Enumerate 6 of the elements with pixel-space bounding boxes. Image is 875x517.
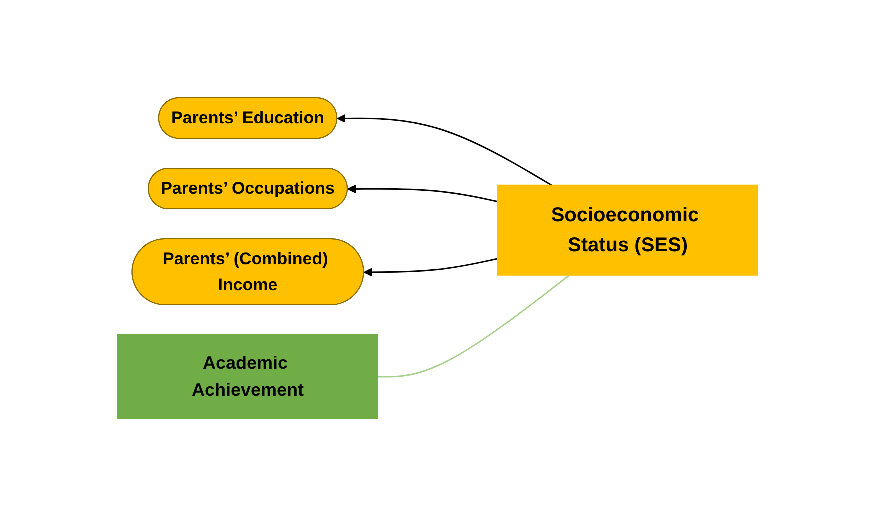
node-box: Socioeconomic Status (SES)	[497, 184, 758, 276]
arrow	[336, 114, 552, 186]
arrow	[347, 184, 498, 203]
connector	[378, 274, 570, 378]
arrow	[363, 258, 498, 277]
node-box: Academic Achievement	[117, 334, 378, 420]
